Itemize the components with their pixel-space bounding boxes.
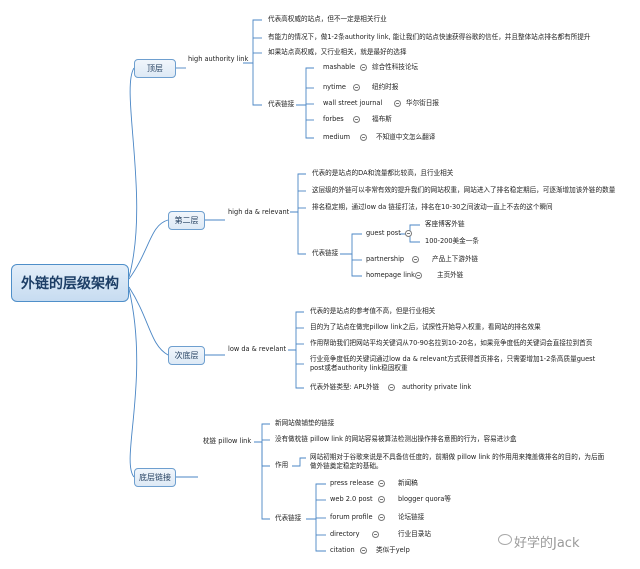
third-item-4[interactable]: 行业竞争度低的关键词通过low da & relevant方式获得首页排名，只需…: [310, 355, 596, 372]
second-item-2[interactable]: 这层级的外链可以非常有效的提升我们的网站权重，网站进入了排名稳定期后，可逐渐增加…: [312, 186, 616, 194]
bottom-example-desc[interactable]: 行业目录站: [398, 530, 431, 538]
collapse-icon[interactable]: [394, 100, 401, 107]
collapse-icon[interactable]: [360, 134, 367, 141]
node-pillow-link[interactable]: 枕链 pillow link: [203, 437, 252, 445]
collapse-icon[interactable]: [360, 547, 367, 554]
second-example-desc[interactable]: 主页外链: [437, 271, 464, 279]
second-guest-post[interactable]: guest post: [366, 229, 401, 237]
top-example-desc[interactable]: 福布斯: [372, 115, 392, 123]
collapse-icon[interactable]: [388, 384, 395, 391]
collapse-icon[interactable]: [378, 514, 385, 521]
wechat-icon: [498, 534, 512, 545]
collapse-icon[interactable]: [378, 496, 385, 503]
third-type-desc[interactable]: authority private link: [402, 383, 472, 391]
collapse-icon[interactable]: [353, 84, 360, 91]
top-item-1[interactable]: 代表高权威的站点，但不一定是相关行业: [268, 15, 387, 23]
second-examples-label[interactable]: 代表链接: [312, 249, 339, 257]
bottom-example-desc[interactable]: 新闻稿: [398, 479, 418, 487]
bottom-example-name[interactable]: forum profile: [330, 513, 373, 521]
top-example-desc[interactable]: 纽约时报: [372, 83, 399, 91]
collapse-icon[interactable]: [353, 116, 360, 123]
top-item-2[interactable]: 有能力的情况下，做1-2条authority link, 能让我们的站点快速获得…: [268, 33, 591, 41]
collapse-icon[interactable]: [412, 256, 419, 263]
collapse-icon[interactable]: [405, 230, 412, 237]
watermark: 好学的Jack: [514, 536, 580, 551]
top-item-3[interactable]: 如果站点高权威，又行业相关，就是最好的选择: [268, 48, 407, 56]
node-high-da-relevant[interactable]: high da & relevant: [228, 208, 290, 216]
node-bottom-layer[interactable]: 底层链接: [134, 468, 176, 487]
third-item-2[interactable]: 目的为了站点在做完pillow link之后，试探性开始导入权重，看网站的排名效…: [310, 323, 541, 331]
bottom-item-1[interactable]: 新网站做铺垫的链接: [275, 419, 335, 427]
node-top-layer[interactable]: 顶层: [134, 59, 176, 78]
collapse-icon[interactable]: [415, 272, 422, 279]
third-item-1[interactable]: 代表的是站点的参考值不高，但是行业相关: [310, 307, 436, 315]
top-example-name[interactable]: medium: [323, 133, 351, 141]
node-low-da-relevant[interactable]: low da & revelant: [228, 345, 287, 353]
bottom-example-desc[interactable]: blogger quora等: [398, 495, 452, 503]
third-type-label[interactable]: 代表外链类型: APL外链: [310, 383, 380, 391]
second-example-desc[interactable]: 产品上下游外链: [432, 255, 479, 263]
second-guest-post-desc[interactable]: 客座博客外链: [425, 220, 465, 228]
root-node[interactable]: 外链的层级架构: [11, 264, 129, 302]
node-third-layer[interactable]: 次底层: [168, 346, 205, 365]
second-example-name[interactable]: partnership: [366, 255, 405, 263]
top-example-name[interactable]: mashable: [323, 63, 356, 71]
second-example-name[interactable]: homepage link: [366, 271, 415, 279]
bottom-item-2[interactable]: 没有做枕链 pillow link 的网站容易被算法检测出操作排名意图的行为，容…: [275, 435, 517, 443]
collapse-icon[interactable]: [378, 480, 385, 487]
collapse-icon[interactable]: [360, 64, 367, 71]
bottom-effect-text[interactable]: 网站初期对于谷歌来说是不具备信任度的，前期做 pillow link 的作用用来…: [310, 453, 605, 470]
top-example-name[interactable]: nytime: [323, 83, 346, 91]
node-second-layer[interactable]: 第二层: [168, 211, 205, 230]
second-item-1[interactable]: 代表的是站点的DA和流量都比较高，且行业相关: [312, 169, 454, 177]
second-item-3[interactable]: 排名稳定期，通过low da 链接打法，排名在10-30之间波动一直上不去的这个…: [312, 203, 553, 211]
bottom-example-name[interactable]: press release: [330, 479, 374, 487]
bottom-example-desc[interactable]: 类似于yelp: [376, 546, 410, 554]
top-example-desc[interactable]: 华尔街日报: [406, 99, 439, 107]
bottom-effect-label[interactable]: 作用: [275, 461, 289, 469]
collapse-icon[interactable]: [372, 531, 379, 538]
top-example-desc[interactable]: 不知道中文怎么翻译: [376, 133, 436, 141]
top-example-name[interactable]: wall street journal: [323, 99, 383, 107]
bottom-example-desc[interactable]: 论坛链接: [398, 513, 425, 521]
top-example-name[interactable]: forbes: [323, 115, 344, 123]
node-high-authority-link[interactable]: high authority link: [188, 55, 249, 63]
top-example-desc[interactable]: 综合性科技论坛: [372, 63, 419, 71]
second-guest-post-desc[interactable]: 100-200美金一条: [425, 237, 479, 245]
third-item-3[interactable]: 作用帮助我们把网站平均关键词从70-90名拉到10-20名，如果竞争度低的关键词…: [310, 339, 593, 347]
bottom-example-name[interactable]: web 2.0 post: [330, 495, 373, 503]
bottom-example-name[interactable]: directory: [330, 530, 360, 538]
bottom-example-name[interactable]: citation: [330, 546, 355, 554]
top-examples-label[interactable]: 代表链接: [268, 100, 295, 108]
bottom-examples-label[interactable]: 代表链接: [275, 514, 302, 522]
